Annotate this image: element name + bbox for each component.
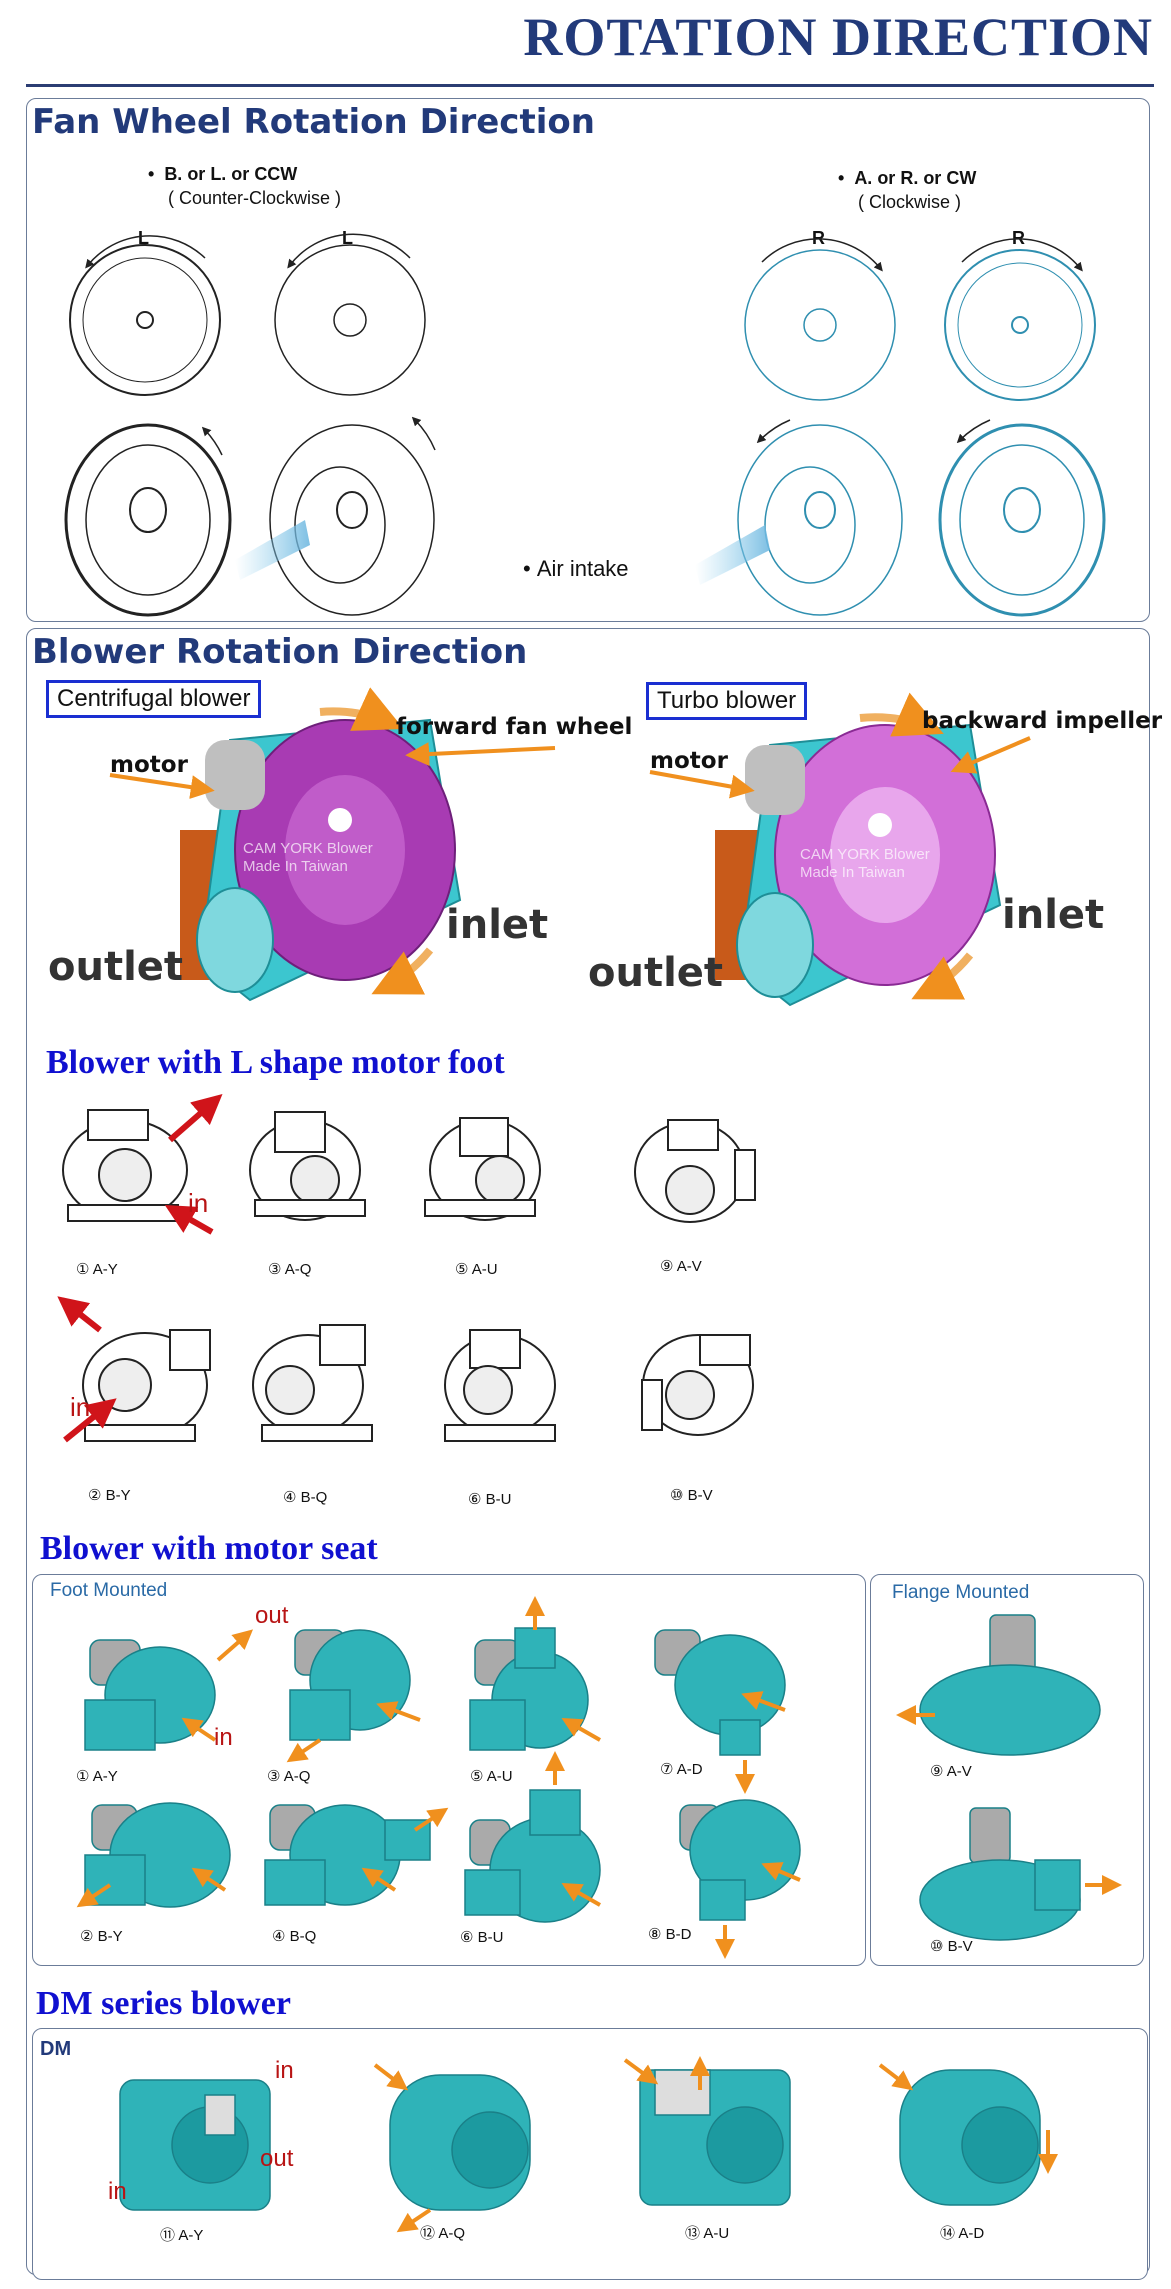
l-blower-a-v bbox=[634, 1119, 756, 1223]
fan-wheel-illustrations bbox=[64, 233, 1106, 617]
centrifugal-blower-illustration bbox=[109, 687, 556, 1002]
seat-blower-a-y bbox=[84, 1639, 216, 1751]
title-divider bbox=[26, 84, 1154, 87]
dm-caption-a-q: ⑫ A-Q bbox=[420, 2225, 466, 2242]
seat-blower-a-d bbox=[654, 1629, 786, 1756]
cw-forward-wheel-front bbox=[944, 238, 1096, 401]
l-blower-a-u bbox=[424, 1117, 541, 1221]
turbo-outlet-label: outlet bbox=[588, 950, 724, 996]
l-shape-title: Blower with L shape motor foot bbox=[46, 1044, 505, 1081]
ccw-label-text: B. or L. or CCW bbox=[164, 164, 298, 184]
ccw-letter-1: L bbox=[138, 228, 149, 248]
l-blower-b-u bbox=[444, 1329, 556, 1442]
foot-mounted-title: Foot Mounted bbox=[50, 1580, 168, 1601]
centrifugal-inlet-label: inlet bbox=[446, 902, 549, 948]
l-blower-b-v bbox=[641, 1334, 754, 1436]
seat-caption-b-y: ② B-Y bbox=[80, 1928, 123, 1945]
cw-letter-2: R bbox=[1012, 228, 1025, 248]
cw-letter-1: R bbox=[812, 228, 825, 248]
turbo-watermark: CAM YORK Blower bbox=[800, 846, 930, 863]
air-intake-label: • Air intake bbox=[523, 556, 629, 581]
motor-seat-out-label: out bbox=[255, 1602, 289, 1629]
l-shape-caption-b-q: ④ B-Q bbox=[283, 1489, 328, 1506]
dm-title: DM series blower bbox=[36, 1985, 291, 2022]
ccw-backward-wheel-3d bbox=[235, 416, 436, 616]
motor-seat-illustrations bbox=[76, 1596, 1122, 1959]
dm-caption-a-y: ⑪ A-Y bbox=[160, 2227, 204, 2244]
centrifugal-watermark: CAM YORK Blower bbox=[243, 840, 373, 857]
cw-label: • A. or R. or CW bbox=[838, 168, 977, 188]
seat-caption-a-q: ③ A-Q bbox=[267, 1768, 311, 1785]
cw-sub: ( Clockwise ) bbox=[858, 192, 962, 212]
ccw-forward-wheel-3d bbox=[64, 423, 232, 617]
dm-blower-a-u bbox=[639, 2069, 791, 2206]
l-blower-b-q bbox=[252, 1324, 373, 1442]
seat-caption-a-d: ⑦ A-D bbox=[660, 1761, 703, 1778]
l-shape-caption-a-v: ⑨ A-V bbox=[660, 1258, 702, 1275]
ccw-label: • B. or L. or CCW bbox=[148, 164, 298, 184]
ccw-letter-2: L bbox=[342, 228, 353, 248]
l-shape-caption-a-q: ③ A-Q bbox=[268, 1261, 312, 1278]
blower-rotation-title: Blower Rotation Direction bbox=[32, 632, 528, 672]
seat-blower-b-q bbox=[264, 1804, 431, 1906]
blower-illustrations bbox=[109, 687, 1031, 1007]
seat-caption-b-v: ⑩ B-V bbox=[930, 1938, 973, 1955]
air-intake-text: Air intake bbox=[536, 556, 629, 581]
l-shape-caption-a-u: ⑤ A-U bbox=[455, 1261, 498, 1278]
turbo-watermark-2: Made In Taiwan bbox=[800, 864, 905, 881]
turbo-wheel-label: backward impeller bbox=[922, 708, 1163, 734]
l-shape-caption-b-u: ⑥ B-U bbox=[468, 1491, 512, 1508]
turbo-inlet-label: inlet bbox=[1002, 892, 1105, 938]
motor-seat-in-label: in bbox=[214, 1724, 233, 1751]
page-title: ROTATION DIRECTION bbox=[523, 7, 1153, 67]
dm-subtitle: DM bbox=[40, 2038, 72, 2060]
motor-seat-title: Blower with motor seat bbox=[40, 1530, 378, 1567]
seat-caption-a-v: ⑨ A-V bbox=[930, 1763, 972, 1780]
cw-backward-wheel-front bbox=[744, 238, 896, 401]
centrifugal-box: Centrifugal blower bbox=[46, 680, 262, 718]
dm-blower-a-d bbox=[899, 2069, 1041, 2206]
seat-caption-a-u: ⑤ A-U bbox=[470, 1768, 513, 1785]
dm-caption-a-u: ⑬ A-U bbox=[685, 2225, 730, 2242]
ccw-forward-wheel-front bbox=[69, 235, 221, 396]
l-shape-in-label-2: in bbox=[70, 1392, 91, 1422]
dm-in-label-1: in bbox=[275, 2057, 294, 2084]
centrifugal-motor-label: motor bbox=[110, 752, 188, 778]
cw-forward-wheel-3d bbox=[938, 419, 1106, 617]
l-blower-a-q bbox=[249, 1111, 366, 1221]
dm-in-label-2: in bbox=[108, 2178, 127, 2205]
flange-mounted-title: Flange Mounted bbox=[892, 1582, 1030, 1603]
fan-wheel-panel bbox=[26, 98, 1150, 622]
centrifugal-wheel-label: forward fan wheel bbox=[396, 714, 633, 740]
cw-label-text: A. or R. or CW bbox=[854, 168, 977, 188]
turbo-blower-illustration bbox=[649, 692, 1031, 1007]
centrifugal-outlet-label: outlet bbox=[48, 944, 184, 990]
l-shape-in-label-1: in bbox=[188, 1188, 209, 1218]
seat-caption-a-y: ① A-Y bbox=[76, 1768, 118, 1785]
seat-caption-b-q: ④ B-Q bbox=[272, 1928, 317, 1945]
dm-caption-a-d: ⑭ A-D bbox=[940, 2225, 985, 2242]
fan-wheel-title: Fan Wheel Rotation Direction bbox=[32, 102, 595, 142]
cw-backward-wheel-3d bbox=[695, 419, 903, 616]
turbo-box: Turbo blower bbox=[646, 682, 808, 720]
l-blower-b-y bbox=[82, 1329, 211, 1442]
centrifugal-watermark-2: Made In Taiwan bbox=[243, 858, 348, 875]
dm-blower-a-q bbox=[389, 2074, 531, 2211]
l-blower-a-y bbox=[62, 1109, 188, 1222]
l-shape-caption-a-y: ① A-Y bbox=[76, 1261, 118, 1278]
dm-blower-a-y bbox=[119, 2079, 271, 2211]
l-shape-caption-b-y: ② B-Y bbox=[88, 1487, 131, 1504]
l-shape-illustrations bbox=[57, 1094, 756, 1443]
seat-caption-b-u: ⑥ B-U bbox=[460, 1929, 504, 1946]
seat-blower-b-v bbox=[919, 1807, 1081, 1941]
l-shape-caption-b-v: ⑩ B-V bbox=[670, 1487, 713, 1504]
seat-caption-b-d: ⑧ B-D bbox=[648, 1926, 692, 1943]
turbo-motor-label: motor bbox=[650, 748, 728, 774]
dm-out-label: out bbox=[260, 2145, 294, 2172]
seat-blower-a-v bbox=[919, 1614, 1101, 1756]
ccw-sub: ( Counter-Clockwise ) bbox=[168, 188, 342, 208]
ccw-backward-wheel-front bbox=[274, 233, 426, 396]
